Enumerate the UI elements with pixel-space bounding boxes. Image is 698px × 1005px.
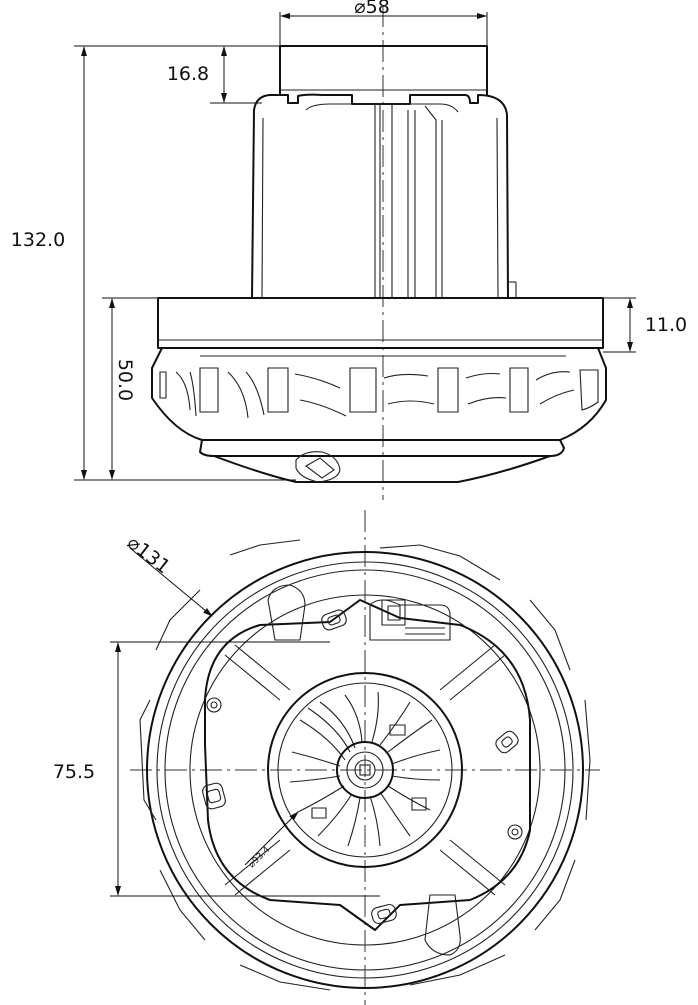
bottom-view (130, 510, 600, 1005)
fan-height-label: 50.0 (114, 359, 136, 401)
outer-diameter-label: ⌀131 (123, 532, 174, 579)
flange (157, 297, 604, 349)
motor-housing (251, 93, 517, 299)
dim-fan-height: 50.0 (102, 297, 158, 480)
top-cap (279, 45, 488, 96)
armature-fan (289, 691, 441, 847)
fan-housing (151, 347, 607, 457)
inner-ring (267, 672, 463, 868)
mounting-holes (202, 609, 523, 925)
dim-inner-diameter: ⌀93.4 (244, 811, 299, 870)
dim-flange-height: 11.0 (603, 297, 687, 353)
top-diameter-label: ⌀58 (354, 0, 390, 18)
hub (336, 741, 394, 799)
outer-fins (139, 539, 591, 991)
terminal-posts (267, 584, 461, 956)
outer-ring (146, 551, 584, 989)
frame-plate (204, 599, 531, 931)
dim-outer-diameter: ⌀131 (123, 532, 213, 617)
brush-holder-top (369, 599, 451, 641)
dim-total-height: 132.0 (11, 45, 296, 481)
bottom-bowl (213, 451, 551, 483)
total-height-label: 132.0 (11, 229, 65, 251)
dim-cap-height: 16.8 (167, 45, 280, 104)
dim-top-diameter: ⌀58 (279, 0, 488, 46)
inner-diameter-label: ⌀93.4 (247, 845, 272, 870)
dim-mount-spacing: 75.5 (53, 641, 380, 897)
flange-height-label: 11.0 (645, 314, 687, 336)
frame-spokes (224, 644, 506, 896)
cap-height-label: 16.8 (167, 63, 209, 85)
mount-spacing-label: 75.5 (53, 761, 95, 783)
side-view (151, 5, 607, 500)
